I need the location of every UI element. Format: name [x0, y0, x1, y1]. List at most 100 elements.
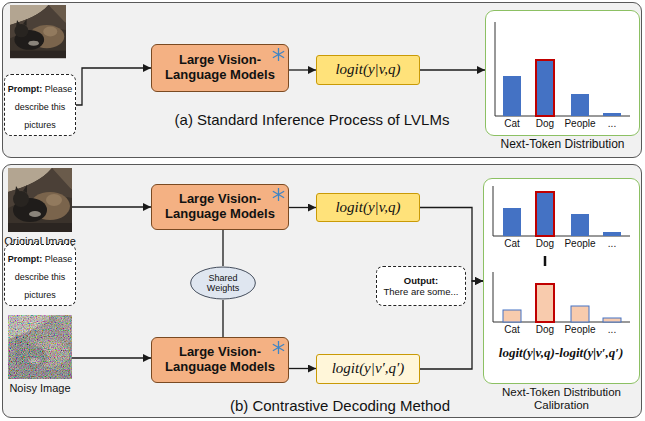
line-connector	[222, 230, 223, 266]
arrow-connector	[289, 69, 316, 70]
image-frame: Original Image	[8, 168, 72, 232]
axis	[495, 22, 496, 116]
bar-label: Dog	[536, 238, 554, 250]
bar	[503, 76, 521, 116]
bar	[603, 113, 621, 116]
bar	[536, 60, 554, 116]
arrow-connector	[420, 69, 485, 70]
bar	[536, 284, 554, 322]
text-wrap: logit(y|v′,q′)	[332, 360, 405, 377]
snowflake-stroke	[273, 192, 283, 198]
snowflake-icon	[273, 49, 283, 61]
bar-label: People	[564, 238, 595, 250]
bar-label: ...	[608, 118, 616, 130]
arrow-connector	[76, 68, 151, 105]
bar-label: ...	[608, 238, 616, 250]
panel-caption: (b) Contrastive Decoding Method	[230, 397, 450, 414]
ellipse-outline	[191, 267, 256, 299]
snowflake-stroke	[273, 345, 283, 351]
bar	[571, 214, 589, 236]
input-photo	[8, 168, 72, 232]
bar-label: People	[564, 118, 595, 130]
bar	[503, 208, 521, 236]
bar	[603, 318, 621, 322]
prompt-text: Prompt:	[8, 84, 43, 94]
distribution-box: CatDogPeople...Next-Token Distribution	[485, 10, 640, 136]
text-wrap: Output:There are some...	[384, 275, 459, 298]
distribution-box: CatDogPeople...CatDogPeople...logit(y|v,…	[483, 178, 640, 384]
prompt-text: Prompt:	[8, 254, 43, 264]
logit-label: logit(y|v′,q′)	[332, 360, 405, 377]
shared-weights-label: Shared Weights	[199, 273, 247, 294]
text-wrap: Large Vision-Language Models	[152, 192, 288, 222]
model-box: Large Vision-Language Models	[151, 44, 289, 92]
prompt-box: Prompt:Please describe this pictures	[4, 74, 76, 136]
bar-label: Dog	[536, 324, 554, 336]
bar-label: Dog	[536, 118, 554, 130]
output-text: Output:	[384, 275, 459, 286]
input-photo	[8, 315, 72, 379]
snowflake-stroke	[273, 192, 283, 198]
model-label: Large Vision-Language Models	[152, 53, 288, 83]
arrow-connector	[289, 368, 316, 369]
bar	[603, 232, 621, 236]
panel-band: Original ImagePrompt:Please describe thi…	[2, 164, 642, 418]
text-wrap: Large Vision-Language Models	[152, 345, 288, 375]
input-photo	[10, 5, 66, 58]
output-box: Output:There are some...	[376, 266, 466, 306]
bar-label: Cat	[504, 118, 520, 130]
panel-ground	[2, 164, 642, 418]
snowflake-icon	[273, 189, 283, 201]
logit-label: logit(y|v,q)	[335, 61, 400, 78]
bar-chart	[495, 22, 630, 116]
logit-label: logit(y|v,q)	[335, 199, 400, 216]
bar-label: People	[564, 324, 595, 336]
prompt-box: Prompt:Please describe this pictures	[4, 244, 76, 306]
snowflake-stroke	[273, 52, 283, 58]
axis	[493, 186, 494, 236]
bar-chart	[493, 186, 630, 236]
bar	[571, 306, 589, 322]
arrow-connector	[72, 357, 151, 358]
model-box: Large Vision-Language Models	[151, 184, 289, 230]
line-connector	[222, 300, 223, 337]
snowflake-icon	[272, 341, 285, 354]
text-wrap: logit(y|v,q)	[335, 61, 400, 78]
arrow-connector	[289, 207, 316, 208]
snowflake-icon	[272, 188, 285, 201]
bar-chart	[493, 272, 630, 322]
logit-box: logit(y|v,q)	[316, 55, 420, 85]
bar-label: Cat	[504, 324, 520, 336]
text-wrap: Prompt:Please describe this pictures	[5, 78, 75, 132]
chart-ground	[485, 10, 640, 136]
logit-box: logit(y|v,q)	[316, 193, 420, 222]
shared-weights-ellipse: Shared Weights	[190, 266, 256, 300]
text-wrap: Prompt:Please describe this pictures	[5, 248, 75, 302]
text-wrap: logit(y|v,q)	[335, 199, 400, 216]
logit-box: logit(y|v′,q′)	[316, 354, 420, 384]
minus-mark	[544, 256, 547, 266]
bar	[536, 192, 554, 236]
image-label: Noisy Image	[9, 382, 70, 395]
model-label: Large Vision-Language Models	[152, 192, 288, 222]
panel-ground	[2, 2, 642, 158]
bar-label: Cat	[504, 238, 520, 250]
arrow-connector	[72, 206, 151, 207]
chart-ground	[483, 178, 640, 384]
text-wrap: Large Vision-Language Models	[152, 53, 288, 83]
panel-caption: (a) Standard Inference Process of LVLMs	[175, 111, 450, 128]
axis	[493, 272, 494, 322]
bar-label: ...	[608, 324, 616, 336]
bar	[503, 310, 521, 322]
snowflake-stroke	[273, 52, 283, 58]
snowflake-stroke	[273, 345, 283, 351]
chart-caption: Next-Token Distribution Calibration	[483, 386, 640, 412]
model-box: Large Vision-Language Models	[151, 337, 289, 383]
formula-label: logit(y|v,q)-logit(y|v′,q′)	[499, 346, 623, 361]
noise-overlay	[8, 315, 72, 379]
panel-band: Prompt:Please describe this pictures Larg…	[2, 2, 642, 158]
model-label: Large Vision-Language Models	[152, 345, 288, 375]
image-frame: Noisy Image	[8, 315, 72, 379]
bar	[571, 94, 589, 116]
output-text: There are some...	[384, 286, 459, 297]
